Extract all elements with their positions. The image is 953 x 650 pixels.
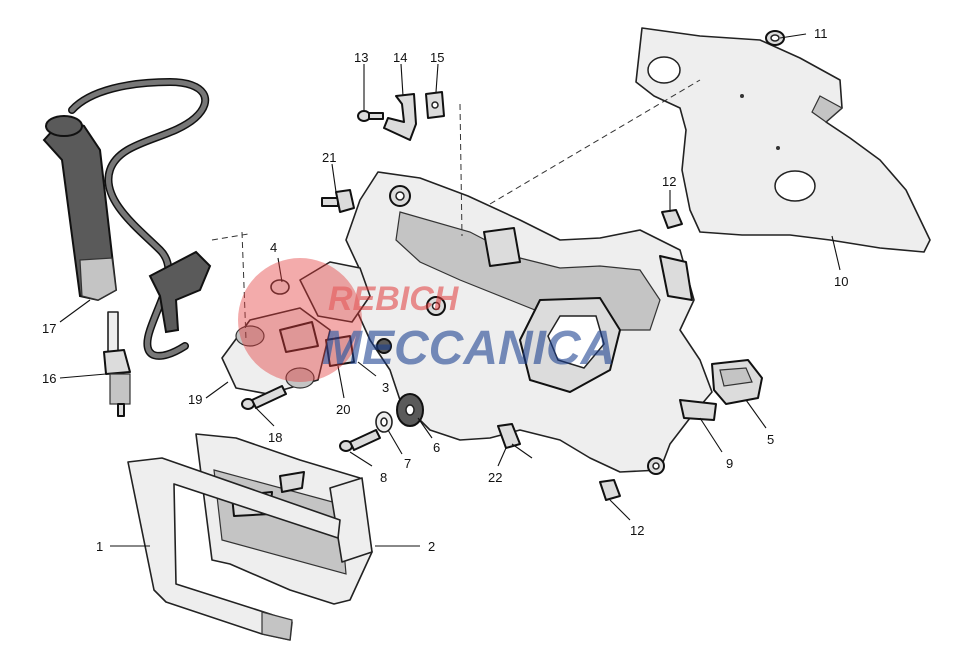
part-6-rubber-damper [396,393,424,427]
part-10-cover-plate [635,27,931,253]
callout-2: 2 [428,539,435,554]
callout-15: 15 [430,50,444,65]
part-9-support-bracket [345,171,717,475]
part-13-screw [357,110,384,122]
part-7-washer [375,411,393,433]
part-3-nut [376,338,392,354]
part-4-cap [270,279,290,295]
watermark-line-2: MECCANICA [322,322,615,375]
watermark-logo: REBICH MECCANICA [238,258,615,382]
callout-1: 1 [96,539,103,554]
part-8-bolt [339,429,381,452]
callout-6: 6 [433,440,440,455]
part-14-bracket [383,93,417,141]
callout-19: 19 [188,392,202,407]
part-11-grommet [765,30,785,46]
part-21-bolt [321,189,355,213]
callout-20: 20 [336,402,350,417]
callout-labels: 1 2 3 4 5 6 7 8 9 10 11 12 12 13 14 15 1… [42,26,848,554]
phantom-lines [211,79,701,341]
part-19-coil-module [221,307,331,395]
callout-13: 13 [354,50,368,65]
watermark-line-1: REBICH [328,280,460,318]
callout-12-lower: 12 [630,523,644,538]
part-22-sensor [497,423,533,459]
part-15-clip-nut [425,91,445,119]
callout-12-upper: 12 [662,174,676,189]
leader-lines [59,33,841,547]
callout-4: 4 [270,240,277,255]
part-16-spark-plug [103,311,131,417]
part-12-clip-lower [599,479,621,501]
callout-17: 17 [42,321,56,336]
watermark-red-circle [238,258,362,382]
callout-9: 9 [726,456,733,471]
callout-3: 3 [382,380,389,395]
part-17-ignition-coil-lead [42,77,212,360]
callout-11: 11 [814,26,828,41]
callout-22: 22 [488,470,502,485]
callout-5: 5 [767,432,774,447]
callout-10: 10 [834,274,848,289]
callout-18: 18 [268,430,282,445]
callout-16: 16 [42,371,56,386]
callout-7: 7 [404,456,411,471]
part-5-connector [711,359,763,405]
callout-14: 14 [393,50,407,65]
part-1-ecu-frame [127,457,341,641]
callout-21: 21 [322,150,336,165]
part-18-bolt [241,385,287,410]
part-20-bracket-plate [299,261,371,367]
callout-8: 8 [380,470,387,485]
part-12-clip-upper [661,209,683,229]
